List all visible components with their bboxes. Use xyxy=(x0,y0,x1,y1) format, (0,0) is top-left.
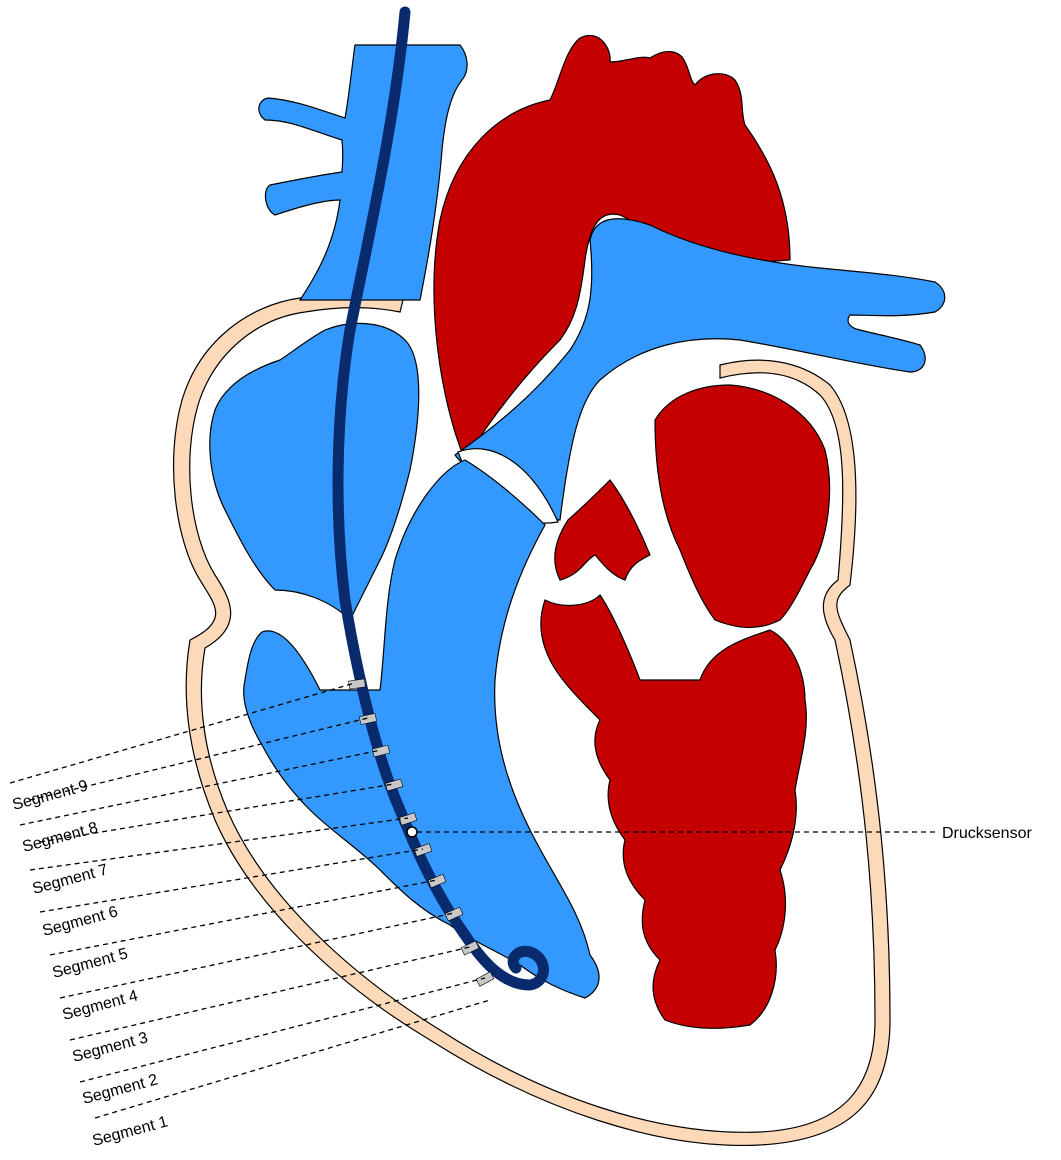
electrode-0 xyxy=(476,972,494,987)
segment-8-label: Segment 8 xyxy=(21,819,100,855)
segment-5-label: Segment 5 xyxy=(51,945,130,981)
leader-line-1 xyxy=(95,1000,490,1118)
segment-1-label: Segment 1 xyxy=(91,1113,170,1149)
segment-3-label: Segment 3 xyxy=(71,1029,150,1065)
segment-4-label: Segment 4 xyxy=(61,987,140,1023)
left-atrium xyxy=(655,385,830,628)
pressure-sensor-icon xyxy=(407,827,417,837)
right-atrium xyxy=(210,323,419,620)
pressure-sensor-label: Drucksensor xyxy=(942,825,1032,842)
segment-7-label: Segment 7 xyxy=(31,861,110,897)
segment-9-label: Segment 9 xyxy=(11,777,90,813)
segment-6-label: Segment 6 xyxy=(41,903,120,939)
